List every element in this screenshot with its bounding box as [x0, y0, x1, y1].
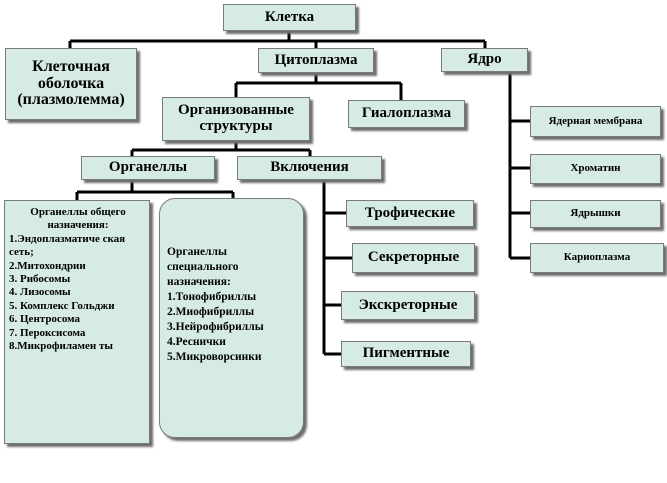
general-organelle-item: 8.Микрофиламен ты	[9, 340, 114, 353]
general-organelle-item: 6. Центросома	[9, 313, 81, 326]
inclusion-excretory-box: Экскреторные	[341, 291, 475, 320]
general-organelle-item: 7. Пероксисома	[9, 326, 86, 339]
nuclear-membrane-box: Ядерная мембрана	[530, 106, 661, 137]
special-organelle-item: 3.Нейрофибриллы	[167, 320, 264, 333]
special-organelle-item: 2.Миофибриллы	[167, 305, 255, 318]
cytoplasm-box: Цитоплазма	[258, 48, 374, 73]
general-organelle-item: 5. Комплекс Гольджи	[9, 299, 115, 312]
karyoplasm-box: Кариоплазма	[530, 243, 664, 273]
general-organelle-item: 2.Митохондрии	[9, 259, 86, 272]
special-organelle-item: 1.Тонофибриллы	[167, 290, 257, 303]
cell-box: Клетка	[223, 4, 356, 31]
general-organelle-item: 4. Лизосомы	[9, 286, 71, 299]
organelles-box: Органеллы	[81, 156, 215, 180]
special-organelles-box: Органеллы специального назначения: 1.Тон…	[159, 198, 304, 438]
cell-membrane-box: Клеточная оболочка (плазмолемма)	[5, 48, 137, 120]
hyaloplasm-box: Гиалоплазма	[348, 100, 465, 128]
inclusions-box: Включения	[237, 156, 382, 180]
nucleoli-box: Ядрышки	[530, 200, 661, 228]
inclusion-pigment-box: Пигментные	[341, 341, 471, 367]
nucleus-box: Ядро	[441, 48, 528, 72]
inclusion-trophic-box: Трофические	[346, 200, 474, 227]
special-organelles-header: Органеллы специального назначения:	[167, 246, 239, 288]
general-organelles-box: Органеллы общего назначения: 1.Эндоплазм…	[4, 200, 150, 444]
general-organelle-item: 3. Рибосомы	[9, 273, 71, 286]
general-organelles-header: Органеллы общего назначения:	[30, 206, 126, 232]
inclusion-secretory-box: Секреторные	[352, 243, 475, 273]
special-organelle-item: 5.Микроворсинки	[167, 350, 262, 363]
chromatin-box: Хроматин	[530, 154, 661, 184]
general-organelle-item: 1.Эндоплазматиче ская сеть;	[9, 232, 126, 259]
organized-structures-box: Организованные структуры	[162, 97, 310, 141]
special-organelle-item: 4.Реснички	[167, 335, 226, 348]
